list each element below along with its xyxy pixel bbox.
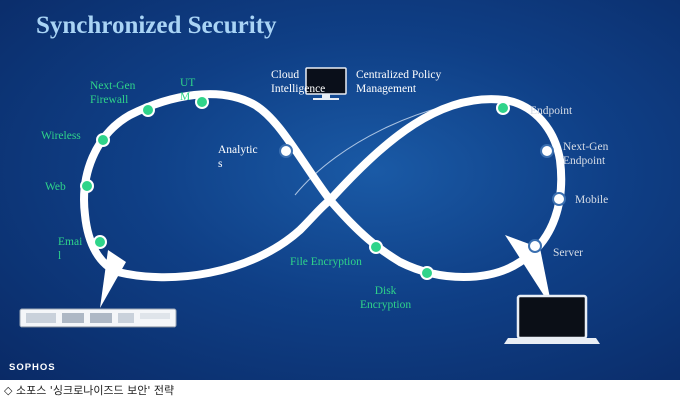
node-server [528, 239, 542, 253]
node-web [80, 179, 94, 193]
label-analytics: Analytic s [218, 144, 258, 170]
sophos-logo: SOPHOS [9, 362, 56, 373]
laptop-callout [505, 235, 552, 308]
node-endpoint [496, 101, 510, 115]
label-next-gen-endpoint: Next-Gen Endpoint [563, 141, 609, 167]
label-web: Web [45, 181, 66, 193]
node-file-encryption [369, 240, 383, 254]
laptop-icon [504, 294, 600, 344]
monitor-icon [305, 67, 347, 100]
nodes [80, 95, 566, 280]
label-disk-encryption: Disk Encryption [360, 285, 412, 311]
slide: Synchronized Security Cloud Intelligence… [0, 0, 680, 380]
node-utm [195, 95, 209, 109]
cloud-connector-line [294, 97, 501, 196]
node-wireless [96, 133, 110, 147]
node-analytics [279, 144, 293, 158]
node-email [93, 235, 107, 249]
image-caption: ◇ 소포스 '싱크로나이즈드 보안' 전략 [4, 384, 175, 397]
firewall-callout [100, 250, 126, 308]
firewall-appliance-icon [19, 308, 177, 328]
label-server: Server [553, 247, 584, 259]
page-title: Synchronized Security [36, 12, 277, 39]
label-email: Emai l [58, 236, 83, 262]
label-cloud-intelligence: Cloud Intelligence [271, 69, 326, 95]
label-centralized-policy: Centralized Policy Management [356, 69, 442, 95]
node-next-gen-endpoint [540, 144, 554, 158]
infinity-diagram [19, 67, 600, 344]
label-mobile: Mobile [575, 194, 609, 206]
label-endpoint: Endpoint [530, 105, 573, 117]
label-file-encryption: File Encryption [290, 256, 362, 268]
label-wireless: Wireless [41, 130, 81, 142]
network-loop [80, 90, 334, 282]
node-disk-encryption [420, 266, 434, 280]
label-next-gen-firewall: Next-Gen Firewall [90, 80, 136, 106]
label-utm: UT M [180, 77, 196, 103]
node-next-gen-firewall [141, 103, 155, 117]
node-mobile [552, 192, 566, 206]
